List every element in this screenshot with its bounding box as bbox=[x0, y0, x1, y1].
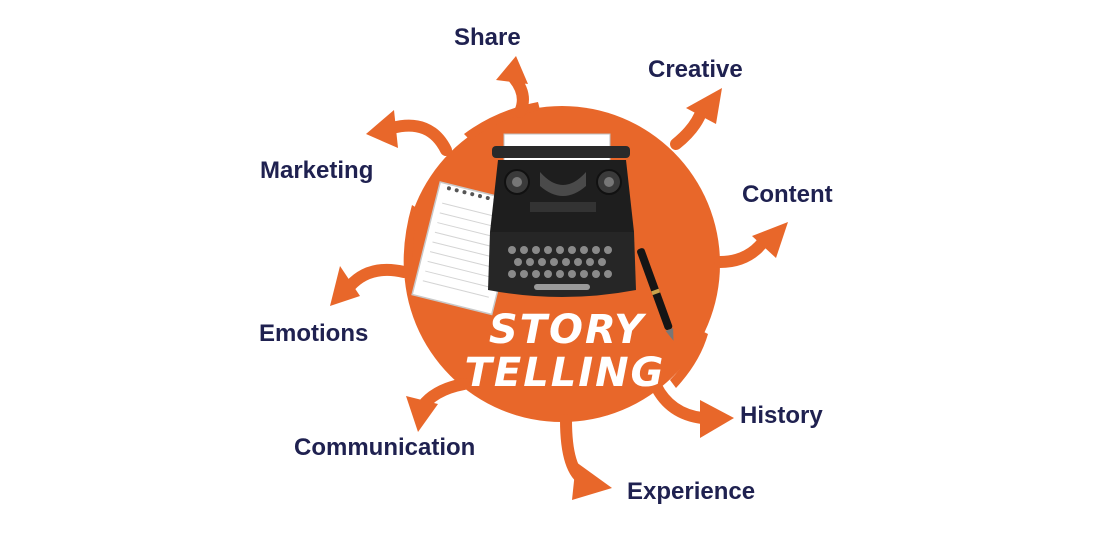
label-marketing: Marketing bbox=[260, 157, 374, 184]
arrowhead-marketing bbox=[366, 110, 398, 148]
arrow-emotions bbox=[344, 263, 410, 292]
center-title-line2: TELLING bbox=[465, 350, 666, 396]
label-share: Share bbox=[454, 24, 521, 51]
center-title-line1: STORY bbox=[489, 307, 647, 353]
pen-icon bbox=[637, 248, 674, 341]
arrow-history bbox=[650, 380, 708, 424]
arrowhead-communication bbox=[406, 396, 438, 432]
label-creative: Creative bbox=[648, 56, 743, 83]
arrowhead-emotions bbox=[330, 266, 360, 306]
label-communication: Communication bbox=[294, 434, 476, 461]
arrowhead-content bbox=[752, 222, 788, 258]
label-emotions: Emotions bbox=[259, 320, 369, 347]
label-content: Content bbox=[742, 181, 833, 208]
typewriter-icon bbox=[488, 133, 636, 297]
label-history: History bbox=[740, 402, 823, 429]
arrowhead-history bbox=[700, 400, 734, 438]
arrowhead-creative bbox=[686, 88, 722, 124]
arrow-creative bbox=[670, 104, 708, 150]
arrowhead-experience bbox=[572, 462, 612, 500]
label-experience: Experience bbox=[627, 478, 756, 505]
arrow-marketing bbox=[386, 119, 452, 156]
arrowhead-share bbox=[496, 56, 528, 84]
center-title: STORY TELLING bbox=[465, 307, 666, 396]
